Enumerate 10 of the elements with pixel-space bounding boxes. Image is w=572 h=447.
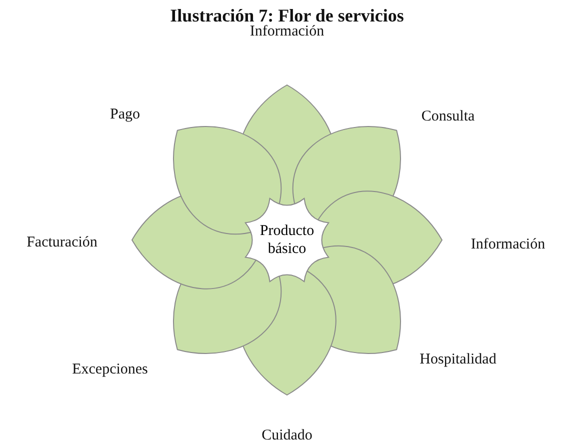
petal-label: Consulta [421,108,475,126]
title: Ilustración 7: Flor de servicios [170,6,404,26]
petal-label: Información [250,24,324,40]
node-label: Producto básico [258,222,316,258]
petal-label: Pago [110,106,140,124]
petal-label: Cuidado [262,428,312,444]
petal-label: Información [470,236,546,254]
petal-label: Facturación [26,234,98,252]
petal-label: Hospitalidad [420,352,496,368]
petal-label: Excepciones [72,362,148,378]
